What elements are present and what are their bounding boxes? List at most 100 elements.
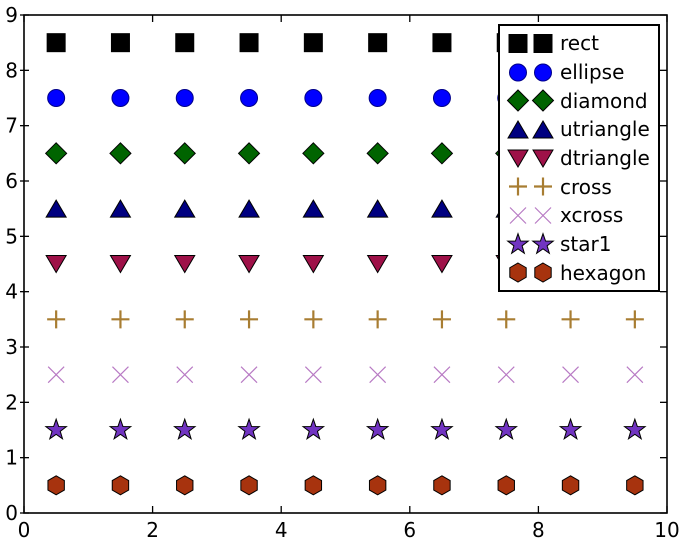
- marker-star1: [173, 417, 197, 440]
- marker-star1: [430, 417, 454, 440]
- marker-hexagon: [111, 475, 130, 496]
- marker-dtriangle: [532, 149, 554, 168]
- legend-entry-rect: rect: [502, 29, 658, 58]
- marker-ellipse: [175, 89, 194, 107]
- legend-label-hexagon: hexagon: [560, 260, 647, 285]
- x-tick-label: 0: [18, 518, 31, 542]
- marker-xcross: [509, 206, 527, 224]
- marker-rect: [110, 33, 130, 53]
- marker-diamond: [109, 142, 132, 165]
- legend: rect ellipse diamond utriangle dtriangle…: [498, 24, 660, 292]
- marker-rect: [508, 33, 528, 53]
- marker-rect: [533, 33, 553, 53]
- marker-ellipse: [509, 63, 527, 81]
- star1-marker-icon: [502, 231, 556, 258]
- marker-utriangle: [507, 119, 529, 139]
- legend-entry-diamond: diamond: [502, 86, 658, 115]
- marker-diamond: [506, 89, 530, 112]
- marker-ellipse: [534, 63, 552, 81]
- marker-xcross: [176, 366, 194, 384]
- marker-rect: [432, 33, 452, 53]
- hexagon-marker-icon: [502, 259, 556, 286]
- marker-ellipse: [368, 89, 387, 107]
- y-tick-label: 5: [5, 224, 18, 248]
- marker-xcross: [626, 366, 644, 384]
- marker-star1: [494, 417, 518, 440]
- y-tick-label: 3: [5, 335, 18, 359]
- y-tick-label: 1: [5, 446, 18, 470]
- marker-diamond: [173, 142, 196, 165]
- marker-xcross: [112, 366, 129, 384]
- marker-hexagon: [561, 475, 580, 496]
- legend-entry-star1: star1: [502, 230, 658, 259]
- x-tick-label: 4: [275, 518, 288, 542]
- marker-hexagon: [433, 475, 451, 496]
- marker-star1: [506, 231, 530, 255]
- marker-cross: [111, 310, 130, 329]
- legend-label-diamond: diamond: [560, 88, 648, 113]
- ellipse-marker-icon: [502, 59, 556, 86]
- marker-xcross: [534, 206, 552, 224]
- marker-star1: [108, 417, 133, 440]
- marker-diamond: [237, 142, 261, 165]
- y-tick-label: 7: [5, 114, 18, 138]
- y-tick-label: 0: [5, 501, 18, 525]
- marker-hexagon: [534, 262, 552, 283]
- cross-legend-glyph: [509, 177, 552, 196]
- star1-legend-glyph: [506, 231, 555, 255]
- utriangle-legend-glyph: [507, 119, 554, 139]
- dtriangle-marker-icon: [502, 145, 556, 172]
- marker-star1: [531, 231, 555, 255]
- legend-entry-xcross: xcross: [502, 201, 658, 230]
- marker-rect: [303, 33, 323, 53]
- marker-diamond: [531, 89, 555, 112]
- marker-xcross: [433, 366, 451, 384]
- legend-label-utriangle: utriangle: [560, 117, 650, 142]
- legend-entry-hexagon: hexagon: [502, 258, 658, 287]
- ellipse-legend-glyph: [509, 63, 552, 81]
- marker-xcross: [562, 366, 579, 384]
- x-tick-label: 6: [403, 518, 416, 542]
- marker-utriangle: [173, 199, 196, 218]
- xcross-legend-glyph: [509, 206, 552, 224]
- marker-dtriangle: [507, 149, 529, 168]
- cross-marker-icon: [502, 173, 556, 200]
- legend-label-cross: cross: [560, 174, 612, 199]
- marker-hexagon: [368, 475, 387, 496]
- marker-dtriangle: [431, 255, 453, 274]
- diamond-marker-icon: [502, 87, 556, 114]
- marker-utriangle: [45, 199, 68, 218]
- axes-frame: [23, 14, 668, 514]
- marker-rect: [239, 33, 259, 53]
- marker-cross: [625, 310, 644, 329]
- x-tick-label: 8: [532, 518, 545, 542]
- marker-rect: [368, 33, 388, 53]
- marker-ellipse: [240, 89, 259, 107]
- marker-star1: [44, 417, 68, 440]
- marker-cross: [432, 310, 451, 329]
- marker-diamond: [44, 142, 68, 165]
- legend-entry-dtriangle: dtriangle: [502, 144, 658, 173]
- y-tick-label: 9: [5, 3, 18, 27]
- marker-dtriangle: [109, 255, 132, 274]
- legend-label-star1: star1: [560, 232, 612, 257]
- marker-diamond: [366, 142, 389, 165]
- marker-rect: [46, 33, 66, 53]
- marker-dtriangle: [45, 255, 68, 274]
- marker-cross: [561, 310, 580, 329]
- rect-legend-glyph: [508, 33, 553, 53]
- marker-star1: [301, 417, 326, 440]
- marker-ellipse: [304, 89, 323, 107]
- marker-xcross: [497, 366, 515, 384]
- marker-ellipse: [47, 89, 66, 107]
- legend-entry-ellipse: ellipse: [502, 58, 658, 87]
- marker-cross: [497, 310, 516, 329]
- y-tick-label: 6: [5, 169, 18, 193]
- marker-hexagon: [47, 475, 65, 496]
- marker-hexagon: [176, 475, 194, 496]
- marker-cross: [47, 310, 66, 329]
- marker-dtriangle: [366, 255, 389, 274]
- marker-hexagon: [240, 475, 258, 496]
- marker-star1: [558, 417, 583, 440]
